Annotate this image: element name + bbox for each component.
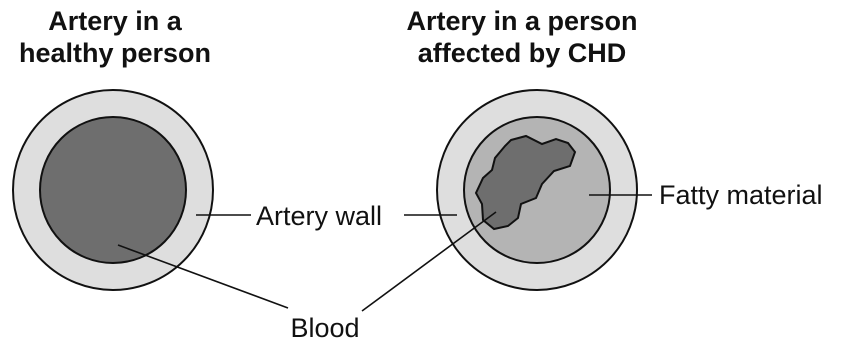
healthy-title-line1: Artery in a	[48, 6, 183, 36]
chd-title-line2: affected by CHD	[418, 38, 627, 68]
healthy-title-line2: healthy person	[19, 38, 211, 68]
chd-artery	[437, 90, 637, 290]
healthy-blood	[40, 117, 186, 263]
artery-wall-label: Artery wall	[256, 201, 382, 231]
fatty-material-label: Fatty material	[659, 180, 823, 210]
healthy-artery	[13, 90, 213, 290]
chd-title-line1: Artery in a person	[406, 6, 637, 36]
blood-label: Blood	[290, 313, 359, 343]
